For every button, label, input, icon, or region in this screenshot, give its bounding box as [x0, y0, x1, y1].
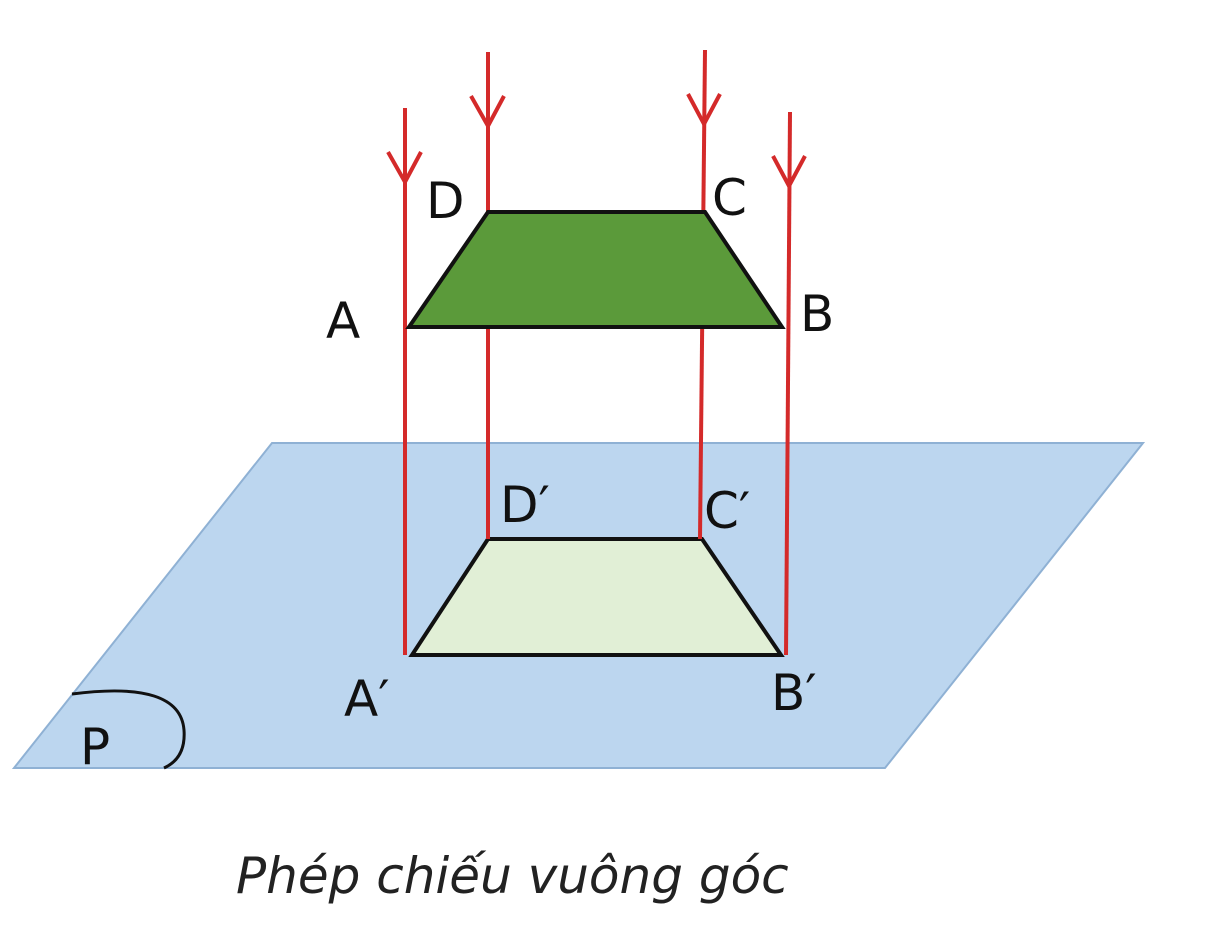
caption: Phép chiếu vuông góc [236, 847, 789, 905]
label-c: C [712, 169, 747, 227]
arrow-head-c [686, 93, 722, 129]
arrow-head-d [469, 95, 506, 131]
object-trapezoid [405, 210, 786, 329]
ray-b [784, 111, 792, 656]
label-a: A [326, 292, 360, 350]
label-d: D [426, 172, 465, 230]
label-b-prime: B′ [771, 664, 817, 722]
label-a-prime: A′ [344, 670, 390, 728]
label-c-prime: C′ [704, 482, 750, 540]
label-d-prime: D′ [500, 476, 550, 534]
plane-label-arc [71, 689, 186, 770]
arrow-head-a [386, 151, 423, 187]
arrow-head-b [771, 155, 807, 191]
label-b: B [800, 285, 834, 343]
plane-label: P [80, 718, 110, 776]
